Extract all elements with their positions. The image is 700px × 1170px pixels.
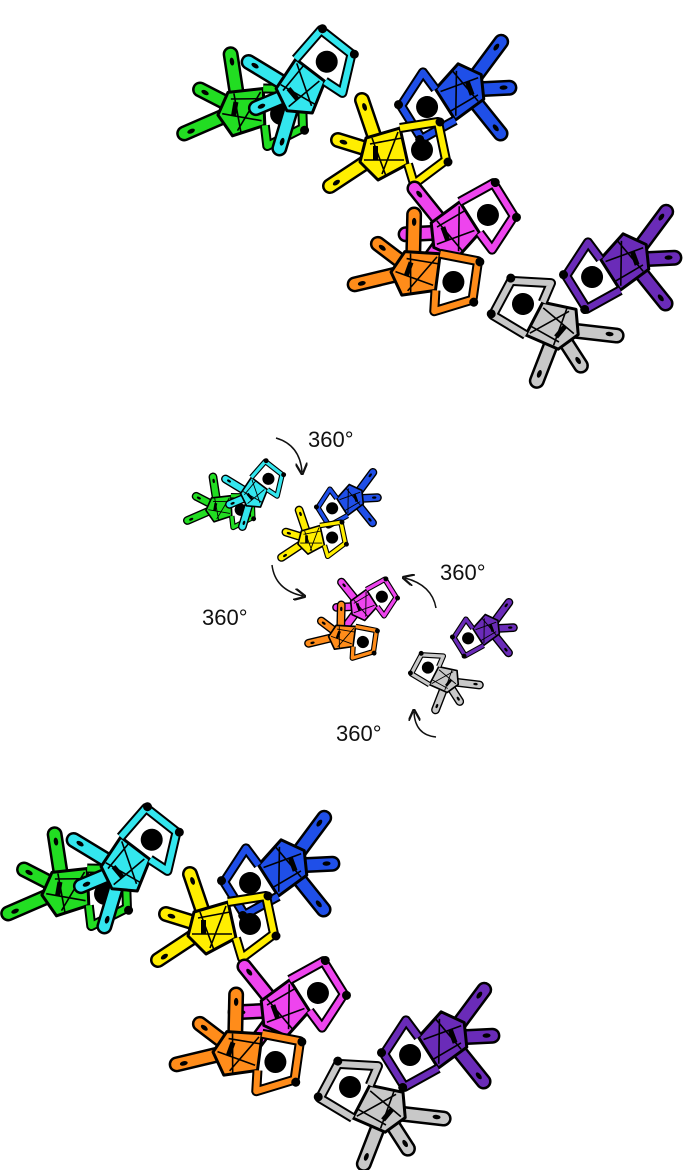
cyan-body <box>99 835 152 893</box>
rotation-label: 360° <box>336 721 382 746</box>
gray-hub <box>421 661 434 674</box>
green-unit <box>176 46 310 152</box>
purple-unit <box>559 203 683 315</box>
cyan-body <box>239 476 269 508</box>
purple-hub <box>581 266 604 289</box>
cyan-unit <box>221 458 287 531</box>
rotation-arrow <box>405 578 437 609</box>
gray-unit <box>313 1056 452 1170</box>
rotation-label: 360° <box>202 605 248 630</box>
purple-body <box>471 613 501 647</box>
purple-hub <box>399 1044 422 1067</box>
magenta-hub <box>476 203 499 226</box>
rotation-arrow <box>271 564 303 596</box>
blue-unit <box>217 809 341 921</box>
cyan-unit <box>65 802 184 935</box>
orange-unit <box>304 600 380 661</box>
magenta-hub <box>306 981 329 1004</box>
gray-hub <box>339 1075 362 1098</box>
gray-unit <box>407 650 484 715</box>
cyan-hub <box>262 472 275 485</box>
magenta-body <box>259 978 312 1038</box>
blue-hub <box>416 96 439 119</box>
cyan-unit <box>240 24 359 157</box>
yellow-hub <box>239 913 261 935</box>
cyan-hub <box>140 828 163 851</box>
rotation-annotation-1: 360° <box>275 427 354 472</box>
magenta-body <box>349 588 379 622</box>
yellow-hub <box>326 531 339 544</box>
blue-body <box>433 62 486 122</box>
purple-hub <box>462 632 475 645</box>
purple-unit <box>449 597 518 659</box>
yellow-unit <box>277 505 349 562</box>
bottom-assembly-panel <box>0 802 501 1170</box>
green-unit <box>0 826 134 932</box>
magenta-hub <box>375 590 388 603</box>
blue-unit <box>394 33 518 145</box>
gray-unit <box>486 273 625 389</box>
yellow-body <box>186 900 238 956</box>
yellow-hub <box>411 139 433 161</box>
orange-hub <box>264 1051 287 1074</box>
yellow-unit <box>322 92 453 194</box>
blue-hub <box>326 502 339 515</box>
blue-body <box>335 483 365 517</box>
yellow-body <box>358 126 410 182</box>
rotation-arrow <box>414 712 437 738</box>
orange-unit <box>168 986 307 1097</box>
rotation-arrow <box>275 437 302 472</box>
cyan-body <box>274 57 327 115</box>
blue-hub <box>239 872 262 895</box>
orange-hub <box>442 271 465 294</box>
purple-unit <box>377 981 501 1093</box>
cyan-hub <box>315 50 338 73</box>
green-body <box>216 86 267 138</box>
rotation-annotation-4: 360° <box>336 712 437 746</box>
rotation-label: 360° <box>308 427 354 452</box>
orange-unit <box>346 206 485 317</box>
magenta-body <box>429 200 482 260</box>
rotation-annotation-2: 360° <box>202 564 303 630</box>
orange-hub <box>356 635 369 649</box>
gray-hub <box>512 292 535 315</box>
blue-body <box>256 838 309 898</box>
purple-body <box>598 232 651 292</box>
green-unit <box>183 472 257 531</box>
rotation-annotation-3: 360° <box>405 560 486 609</box>
yellow-unit <box>150 866 281 968</box>
yellow-body <box>297 524 326 555</box>
green-body <box>205 494 233 523</box>
top-assembly-panel <box>176 24 683 389</box>
rotation-label: 360° <box>440 560 486 585</box>
purple-body <box>416 1010 469 1070</box>
exploded-view-panel <box>183 458 518 715</box>
